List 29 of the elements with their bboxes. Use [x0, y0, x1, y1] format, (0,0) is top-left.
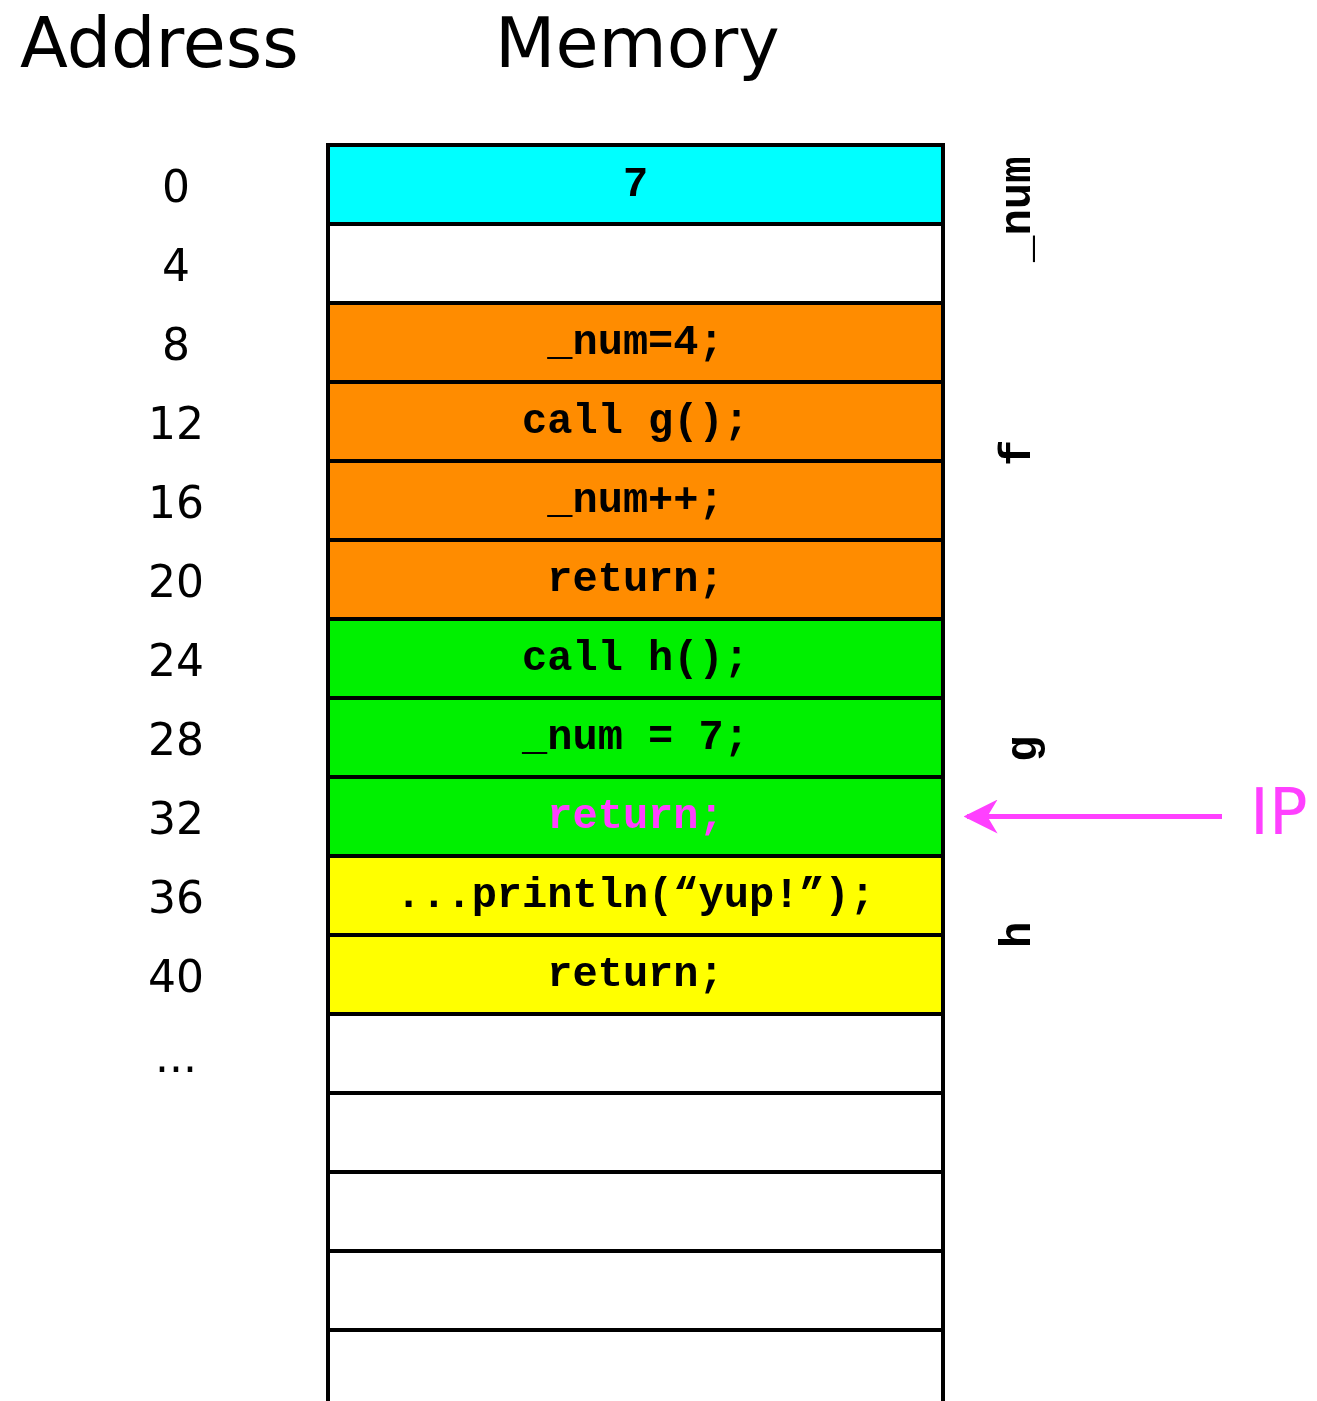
- code-text: ...println(“yup!”);: [396, 874, 875, 917]
- column-heading: Address: [20, 8, 299, 78]
- function-label: h: [996, 921, 1040, 948]
- code-text: _num=4;: [547, 321, 724, 364]
- address-number: 12: [147, 402, 205, 446]
- address-number: 0: [161, 165, 191, 209]
- code-text: call g();: [522, 400, 749, 443]
- code-text: return;: [547, 953, 724, 996]
- code-text: _num++;: [547, 479, 724, 522]
- function-label: g: [1002, 735, 1046, 762]
- ellipsis-label: ...: [154, 1035, 198, 1079]
- code-text: call h();: [522, 637, 749, 680]
- address-number: 32: [147, 797, 205, 841]
- variable-label: _num: [996, 156, 1040, 262]
- code-text: 7: [622, 163, 649, 206]
- address-number: 8: [161, 323, 191, 367]
- address-number: 36: [147, 876, 205, 920]
- address-number: 20: [147, 560, 205, 604]
- code-text: return;: [547, 558, 724, 601]
- pointer-label: IP: [1250, 775, 1317, 849]
- address-number: 4: [161, 244, 191, 288]
- code-text: _num = 7;: [522, 716, 749, 759]
- address-number: 24: [147, 639, 205, 683]
- address-number: 40: [147, 955, 205, 999]
- address-number: 28: [147, 718, 205, 762]
- address-number: 16: [147, 481, 205, 525]
- function-label: f: [996, 439, 1040, 466]
- arrow: [963, 799, 1222, 834]
- code-text: return;: [547, 795, 724, 838]
